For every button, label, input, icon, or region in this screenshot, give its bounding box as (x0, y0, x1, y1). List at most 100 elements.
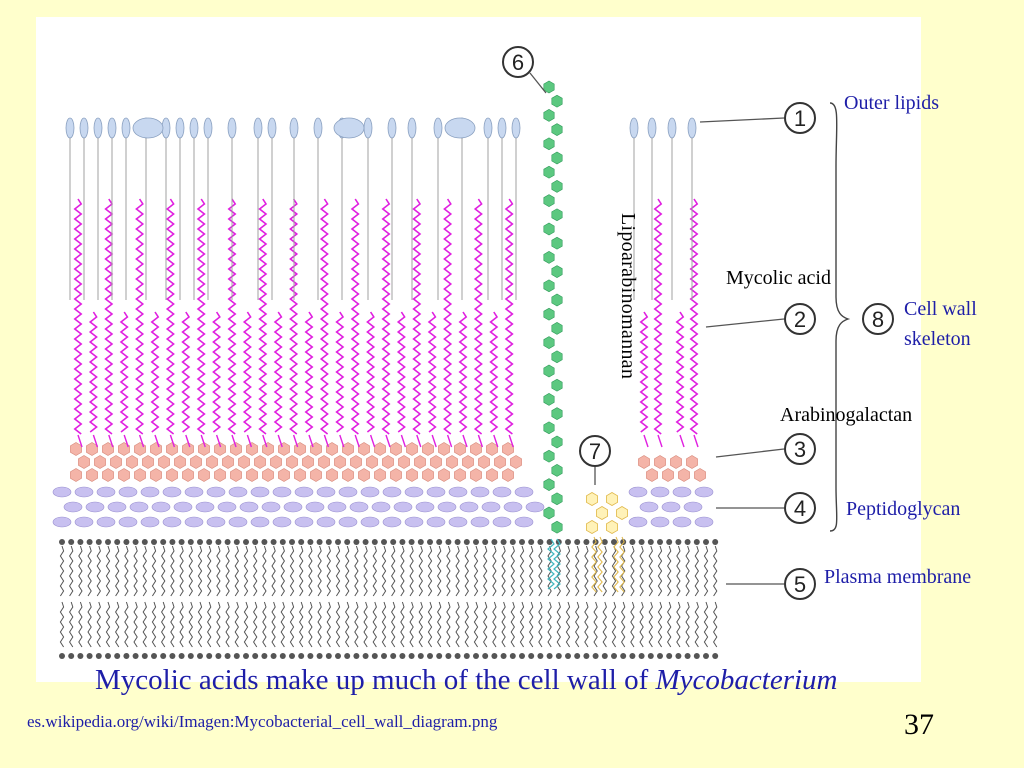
membrane-head (206, 539, 213, 545)
membrane-head (675, 653, 682, 659)
pim-unit (596, 506, 608, 520)
membrane-tail (87, 601, 92, 648)
membrane-head (445, 653, 452, 659)
arabinogalactan-unit (462, 455, 474, 469)
membrane-head (620, 539, 627, 545)
peptidoglycan-unit (628, 516, 648, 528)
membrane-tail (483, 601, 488, 648)
source-link[interactable]: es.wikipedia.org/wiki/Imagen:Mycobacteri… (27, 712, 498, 731)
marker-6-circle (502, 46, 534, 78)
arabinogalactan-unit (310, 468, 322, 482)
lipoarabinomannan-unit (543, 194, 555, 207)
membrane-tail (676, 545, 681, 597)
arabinogalactan-unit (430, 455, 442, 469)
arabinogalactan-unit (254, 455, 266, 469)
mycolic-acid-chain (489, 311, 499, 433)
membrane-head (252, 539, 259, 545)
peptidoglycan-unit (639, 501, 659, 513)
peptidoglycan-unit (96, 516, 116, 528)
membrane-tail (464, 545, 469, 597)
membrane-tail (188, 545, 193, 597)
lipoarabinomannan-anchor (547, 538, 555, 590)
mycolic-acid-link (231, 434, 237, 448)
membrane-head (243, 653, 249, 659)
arabinogalactan-unit (502, 442, 514, 456)
peptidoglycan-unit (360, 516, 380, 528)
membrane-tail (124, 545, 129, 597)
arabinogalactan-unit (318, 455, 330, 469)
arabinogalactan-unit (134, 468, 146, 482)
mycolic-acid-chain (412, 198, 422, 435)
arabinogalactan-unit (326, 442, 338, 456)
membrane-head (105, 653, 111, 659)
membrane-head (316, 653, 323, 659)
peptidoglycan-unit (118, 486, 138, 498)
membrane-tail (584, 545, 589, 597)
marker-1-number: 1 (794, 106, 806, 131)
peptidoglycan-unit (217, 501, 237, 513)
mycolic-acid-chain (135, 198, 145, 435)
phosphatidylinositol-mannoside (586, 492, 628, 593)
membrane-head (362, 539, 369, 545)
outer-lipid-head (647, 117, 657, 139)
membrane-head (390, 539, 397, 545)
arabinogalactan-unit (246, 442, 258, 456)
peptidoglycan-unit (694, 486, 714, 498)
membrane-head (408, 539, 415, 545)
membrane-tail (225, 545, 230, 597)
membrane-head (160, 653, 167, 659)
membrane-head (491, 653, 498, 659)
outer-lipid-head (313, 117, 323, 139)
membrane-head (371, 539, 378, 545)
arabinogalactan-unit (150, 442, 162, 456)
membrane-head (353, 539, 360, 545)
peptidoglycan-unit (672, 516, 692, 528)
membrane-head (325, 539, 332, 545)
peptidoglycan-unit (382, 486, 402, 498)
arabinogalactan-unit (342, 468, 354, 482)
mycolic-acid-chain (196, 198, 206, 435)
membrane-head (224, 653, 231, 659)
lipoarabinomannan-unit (551, 151, 563, 165)
arabinogalactan-unit (70, 442, 82, 456)
arabinogalactan-unit (222, 455, 234, 469)
membrane-head (693, 539, 700, 545)
membrane-tail (473, 601, 479, 648)
membrane-tail (391, 601, 396, 648)
membrane-tail (142, 545, 147, 597)
membrane-tail (648, 601, 653, 648)
membrane-tail (381, 601, 387, 648)
membrane-head (243, 539, 249, 545)
membrane-tail (519, 601, 525, 648)
mycolic-acid-link (77, 434, 83, 448)
peptidoglycan-unit (404, 516, 424, 528)
peptidoglycan-unit (672, 486, 692, 498)
membrane-tail (418, 545, 423, 597)
cell-wall-skeleton-label-line2: skeleton (904, 328, 971, 350)
membrane-tail (115, 545, 120, 597)
lipoarabinomannan-unit (543, 393, 555, 406)
membrane-head (169, 653, 176, 659)
membrane-head (335, 653, 341, 659)
mycolic-acid-chain (289, 198, 299, 435)
membrane-tail (243, 601, 249, 648)
membrane-head (509, 653, 516, 659)
mycolic-acid-chain (242, 311, 252, 433)
membrane-head (86, 653, 93, 659)
peptidoglycan-unit (470, 516, 490, 528)
membrane-head (307, 653, 314, 659)
pim-unit (616, 506, 628, 520)
membrane-tail (667, 545, 672, 597)
membrane-tail (216, 601, 221, 648)
arabinogalactan-unit (414, 455, 426, 469)
mycolic-acid-chain (473, 198, 483, 435)
marker-2-circle (784, 303, 816, 335)
membrane-tail (335, 601, 341, 648)
outer-lipid-head (363, 117, 373, 139)
peptidoglycan-unit (107, 501, 127, 513)
membrane-head (574, 539, 581, 545)
membrane-head (77, 653, 84, 659)
lipoarabinomannan-unit (551, 293, 563, 307)
arabinogalactan-unit (278, 468, 290, 482)
arabinogalactan-unit (662, 468, 674, 482)
